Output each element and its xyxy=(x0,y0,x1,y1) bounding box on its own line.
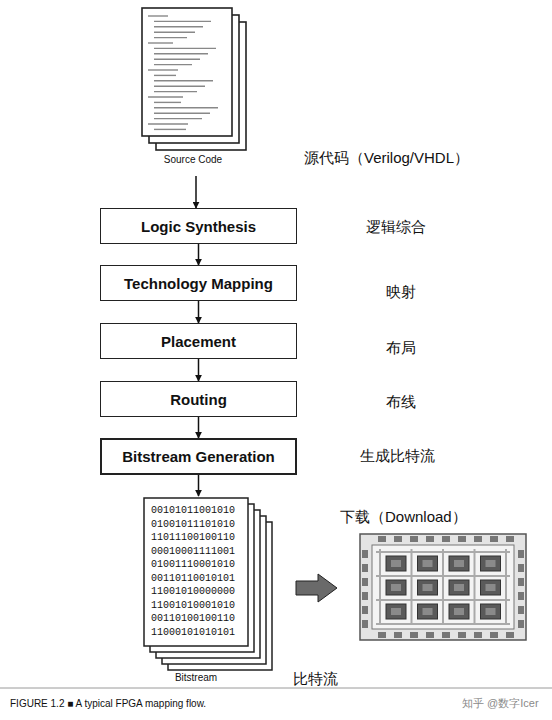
binary-digits: 00101011001010 01001011101010 1101110010… xyxy=(151,504,235,639)
fpga-chip xyxy=(360,534,526,640)
chinese-annotation: 布线 xyxy=(386,393,416,412)
process-label: Placement xyxy=(161,333,236,350)
chinese-annotation: 比特流 xyxy=(293,670,338,689)
flow-arrow xyxy=(198,244,200,265)
process-box: Logic Synthesis xyxy=(100,208,297,244)
process-box: Bitstream Generation xyxy=(100,438,297,475)
process-label: Bitstream Generation xyxy=(122,448,275,465)
icon-caption: Bitstream xyxy=(144,672,248,683)
flow-arrow xyxy=(198,301,200,323)
process-label: Routing xyxy=(170,391,227,408)
watermark: 知乎 @数字Icer xyxy=(462,696,539,711)
chinese-annotation: 生成比特流 xyxy=(360,447,435,466)
process-box: Routing xyxy=(100,381,297,417)
bitstream-node: 00101011001010 01001011101010 1101110010… xyxy=(140,496,280,684)
chinese-annotation: 映射 xyxy=(386,283,416,302)
figure-caption: FIGURE 1.2 ■ A typical FPGA mapping flow… xyxy=(10,698,206,709)
chinese-annotation: 逻辑综合 xyxy=(366,218,426,237)
flow-arrow xyxy=(198,475,200,496)
process-box: Technology Mapping xyxy=(100,265,297,301)
flow-arrow xyxy=(198,359,200,381)
chinese-annotation: 下载（Download） xyxy=(340,508,467,527)
chinese-annotation: 布局 xyxy=(386,339,416,358)
icon-caption: Source Code xyxy=(140,154,246,165)
chinese-annotation: 源代码（Verilog/VHDL） xyxy=(304,149,469,168)
document-icon xyxy=(140,6,252,176)
process-label: Logic Synthesis xyxy=(141,218,256,235)
flow-arrow xyxy=(195,176,197,208)
source-code-node: Source Code xyxy=(140,6,252,176)
process-label: Technology Mapping xyxy=(124,275,273,292)
caption-rule xyxy=(0,688,552,689)
download-arrow xyxy=(296,574,337,602)
flow-arrow xyxy=(198,417,200,438)
process-box: Placement xyxy=(100,323,297,359)
